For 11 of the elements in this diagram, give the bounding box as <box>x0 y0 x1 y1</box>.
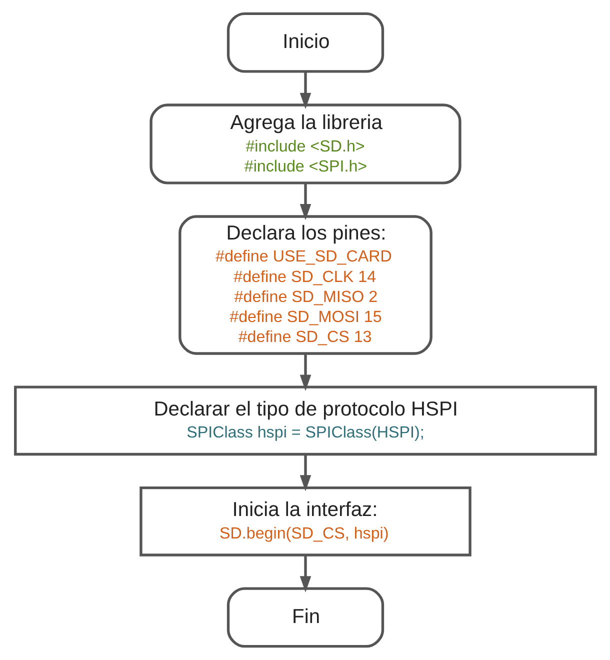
node-box: Inicia la interfaz: SD.begin(SD_CS, hspi) <box>139 486 471 556</box>
node-box: Agrega la libreria #include <SD.h> #include <SPI.h> <box>149 104 461 184</box>
node-box: Inicio <box>226 12 384 73</box>
node-box: Fin <box>226 587 384 648</box>
arrow <box>299 72 311 109</box>
node-box: Declara los pines: #define USE_SD_CARD #define SD_CLK 14 #define SD_MISO 2 #define SD_MOSI 15 #define SD_CS 13 <box>178 215 432 355</box>
arrow <box>299 555 311 592</box>
arrow <box>299 454 311 492</box>
arrow <box>299 354 311 391</box>
node-box: Declarar el tipo de protocolo HSPI SPIClass hspi = SPIClass(HSPI); <box>14 386 596 456</box>
arrow <box>299 183 311 220</box>
